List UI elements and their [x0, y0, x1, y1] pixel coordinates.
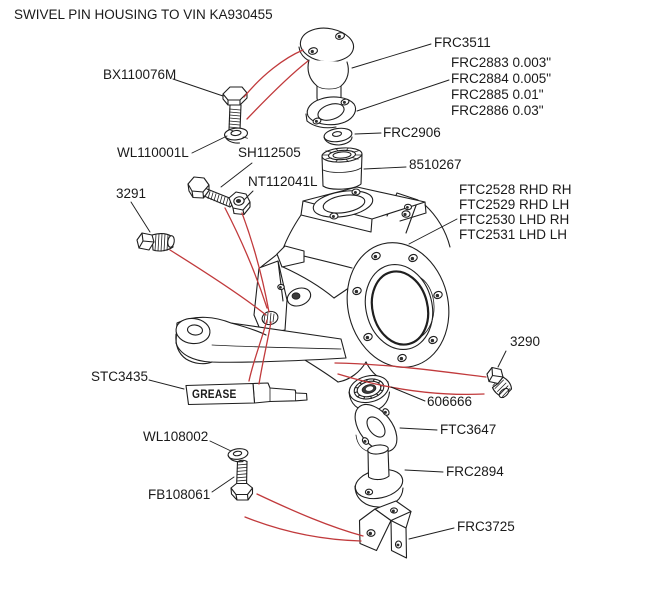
part-label-ftc2529: FTC2529 RHD LH	[459, 197, 570, 212]
swivel-housing-drawing	[253, 186, 451, 383]
part-label-frc2885: FRC2885 0.01"	[451, 87, 544, 102]
part-label-3290: 3290	[510, 334, 541, 349]
part-label-wl108002: WL108002	[143, 429, 209, 444]
part-label-ftc2531: FTC2531 LHD LH	[459, 227, 568, 242]
nut-drawing	[228, 191, 251, 216]
part-label-sh112505: SH112505	[238, 145, 301, 160]
lower-washer-drawing	[227, 448, 249, 463]
part-label-frc2883: FRC2883 0.003"	[451, 55, 552, 70]
bush-drawing	[321, 147, 363, 190]
gasket-drawing	[354, 404, 398, 453]
part-label-frc2894: FRC2894	[446, 464, 504, 479]
part-label-frc2884: FRC2884 0.005"	[451, 71, 552, 86]
part-label-wl110001l: WL110001L	[117, 145, 189, 160]
side-bolt-drawing	[187, 176, 234, 208]
part-label-frc2906: FRC2906	[383, 125, 441, 140]
part-label-bx110076m: BX110076M	[103, 67, 177, 82]
part-label-3291: 3291	[116, 186, 147, 201]
part-label-frc3725: FRC3725	[457, 519, 515, 534]
part-label-fb108061: FB108061	[148, 487, 211, 502]
bracket-drawing	[358, 500, 412, 559]
thrust-washer-drawing	[323, 127, 353, 146]
part-label-frc3511: FRC3511	[434, 35, 491, 50]
lower-bolt-drawing	[230, 459, 254, 501]
red-assembly-leader-lines	[169, 49, 487, 542]
part-label-8510267: 8510267	[409, 157, 462, 172]
part-label-ftc3647: FTC3647	[440, 422, 497, 437]
shim-plate-drawing	[305, 96, 357, 129]
part-label-stc3435: STC3435	[91, 369, 149, 384]
upper-bolt-drawing	[222, 86, 248, 131]
lock-washer-drawing	[223, 127, 249, 144]
top-swivel-pin-drawing	[298, 27, 355, 106]
part-label-frc2886: FRC2886 0.03"	[451, 103, 544, 118]
lower-pin-drawing	[354, 444, 404, 508]
label-leader-lines	[130, 43, 507, 540]
part-label-ftc2530: FTC2530 LHD RH	[459, 212, 570, 227]
plug-3291-drawing	[136, 232, 175, 252]
part-label-606666: 606666	[427, 394, 473, 409]
plug-3290-drawing	[486, 366, 513, 399]
grease-tube-text: GREASE	[192, 387, 237, 401]
part-label-ftc2528: FTC2528 RHD RH	[459, 182, 572, 197]
page-title: SWIVEL PIN HOUSING TO VIN KA930455	[14, 7, 273, 22]
grease-tube-drawing	[185, 382, 308, 406]
part-label-nt112041l: NT112041L	[248, 174, 318, 189]
